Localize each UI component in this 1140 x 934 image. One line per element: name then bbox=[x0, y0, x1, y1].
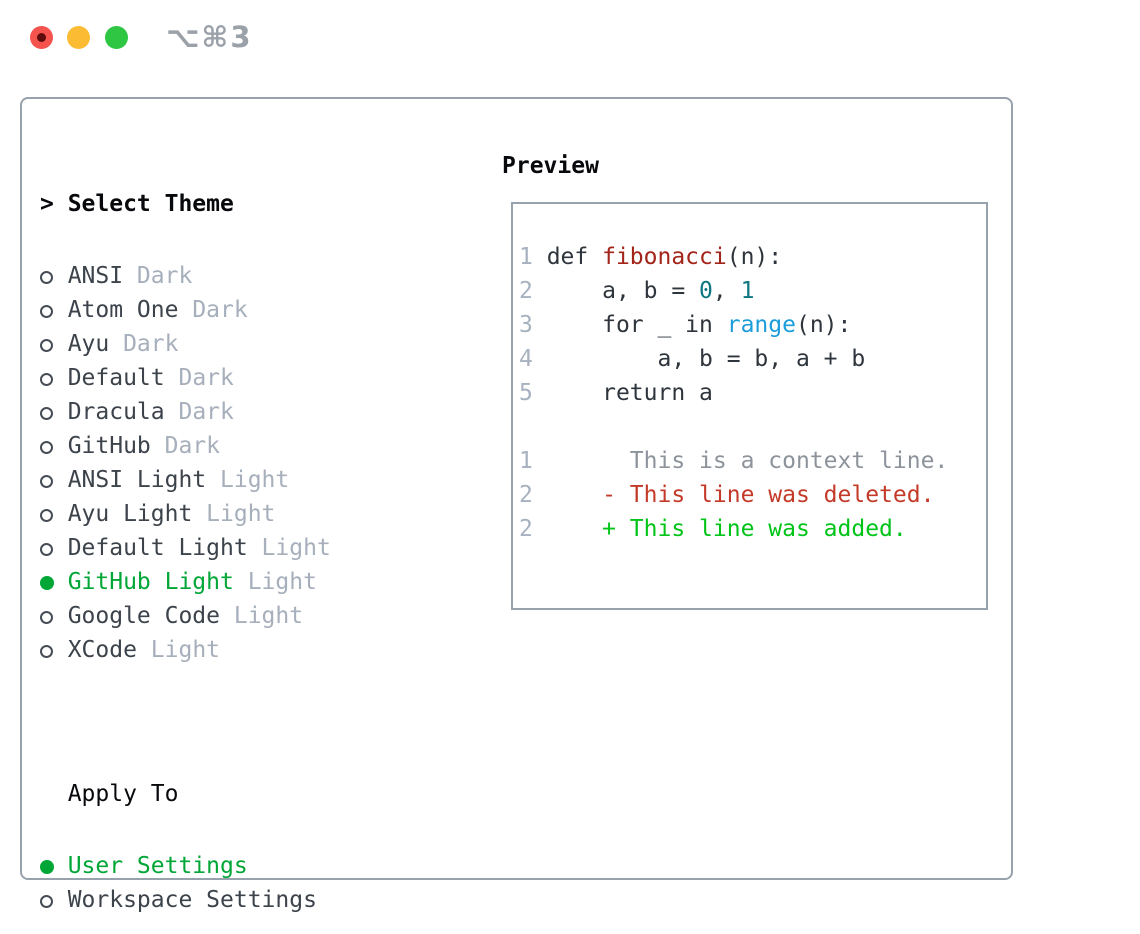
prompt-icon: > bbox=[40, 191, 54, 217]
option-label: Workspace Settings bbox=[67, 887, 317, 913]
radio-icon bbox=[40, 429, 68, 463]
radio-icon bbox=[40, 395, 68, 429]
theme-option-dracula[interactable]: Dracula Dark bbox=[40, 395, 428, 429]
option-label: XCode bbox=[67, 637, 137, 663]
theme-option-atom-one[interactable]: Atom One Dark bbox=[40, 293, 428, 327]
selected-radio-icon bbox=[40, 565, 68, 599]
preview-pane: 1 def fibonacci(n): 2 a, b = 0, 1 3 for _ … bbox=[511, 202, 988, 610]
select-theme-title: Select Theme bbox=[67, 191, 234, 217]
code-line: 1 def fibonacci(n): bbox=[519, 244, 783, 270]
code-preview: 1 def fibonacci(n): 2 a, b = 0, 1 3 for _ … bbox=[519, 240, 948, 546]
code-line: 2 + This line was added. bbox=[519, 516, 907, 542]
radio-icon bbox=[40, 259, 68, 293]
variant-label: Light bbox=[192, 501, 276, 527]
option-label: Ayu Light bbox=[67, 501, 193, 527]
option-label: Dracula bbox=[67, 399, 165, 425]
theme-option-xcode[interactable]: XCode Light bbox=[40, 633, 428, 667]
radio-icon bbox=[40, 497, 68, 531]
variant-label: Dark bbox=[109, 331, 179, 357]
option-label: Atom One bbox=[67, 297, 179, 323]
option-label: ANSI bbox=[67, 263, 124, 289]
minimize-button[interactable] bbox=[67, 26, 90, 49]
radio-icon bbox=[40, 531, 68, 565]
radio-icon bbox=[40, 633, 68, 667]
variant-label: Light bbox=[233, 569, 317, 595]
code-line: 2 - This line was deleted. bbox=[519, 482, 935, 508]
radio-icon bbox=[40, 293, 68, 327]
selected-radio-icon bbox=[40, 849, 68, 883]
radio-icon bbox=[40, 883, 68, 917]
option-label: Default Light bbox=[67, 535, 248, 561]
theme-option-ayu-light[interactable]: Ayu Light Light bbox=[40, 497, 428, 531]
theme-option-ansi-light[interactable]: ANSI Light Light bbox=[40, 463, 428, 497]
variant-label: Dark bbox=[123, 263, 193, 289]
title-bar: ⌥⌘3 bbox=[0, 0, 1140, 74]
variant-label: Light bbox=[220, 603, 304, 629]
theme-option-default[interactable]: Default Dark bbox=[40, 361, 428, 395]
zoom-button[interactable] bbox=[105, 26, 128, 49]
variant-label: Light bbox=[136, 637, 221, 663]
variant-label: Light bbox=[247, 535, 331, 561]
close-dot-icon bbox=[37, 33, 46, 42]
select-theme-header: > Select Theme bbox=[40, 187, 428, 221]
variant-label: Dark bbox=[150, 433, 221, 459]
window-shortcut-label: ⌥⌘3 bbox=[166, 20, 253, 54]
option-label: ANSI Light bbox=[67, 467, 207, 493]
option-label: GitHub Light bbox=[67, 569, 234, 595]
theme-option-google-code[interactable]: Google Code Light bbox=[40, 599, 428, 633]
apply-option-workspace-settings[interactable]: Workspace Settings bbox=[40, 883, 428, 917]
code-line: 1 This is a context line. bbox=[519, 448, 949, 474]
apply-option-user-settings[interactable]: User Settings bbox=[40, 849, 428, 883]
radio-icon bbox=[40, 361, 68, 395]
option-label: User Settings bbox=[67, 853, 248, 879]
theme-option-ayu[interactable]: Ayu Dark bbox=[40, 327, 428, 361]
option-label: GitHub bbox=[67, 433, 151, 459]
option-label: Ayu bbox=[67, 331, 110, 357]
code-line: 4 a, b = b, a + b bbox=[519, 346, 866, 372]
theme-option-default-light[interactable]: Default Light Light bbox=[40, 531, 428, 565]
theme-option-github[interactable]: GitHub Dark bbox=[40, 429, 428, 463]
close-button[interactable] bbox=[30, 26, 53, 49]
theme-option-github-light[interactable]: GitHub Light Light bbox=[40, 565, 428, 599]
apply-to-header: Apply To bbox=[67, 781, 179, 807]
radio-icon bbox=[40, 463, 68, 497]
option-label: Google Code bbox=[67, 603, 221, 629]
variant-label: Dark bbox=[164, 399, 234, 425]
variant-label: Light bbox=[206, 467, 290, 493]
spacer bbox=[40, 705, 428, 739]
option-label: Default bbox=[67, 365, 165, 391]
code-line: 2 a, b = 0, 1 bbox=[519, 278, 755, 304]
theme-option-ansi[interactable]: ANSI Dark bbox=[40, 259, 428, 293]
code-line: 5 return a bbox=[519, 380, 713, 406]
radio-icon bbox=[40, 327, 68, 361]
code-line: 3 for _ in range(n): bbox=[519, 312, 852, 338]
code-line bbox=[519, 410, 948, 444]
variant-label: Dark bbox=[178, 297, 248, 323]
preview-header: Preview bbox=[502, 153, 599, 179]
variant-label: Dark bbox=[164, 365, 234, 391]
radio-icon bbox=[40, 599, 68, 633]
